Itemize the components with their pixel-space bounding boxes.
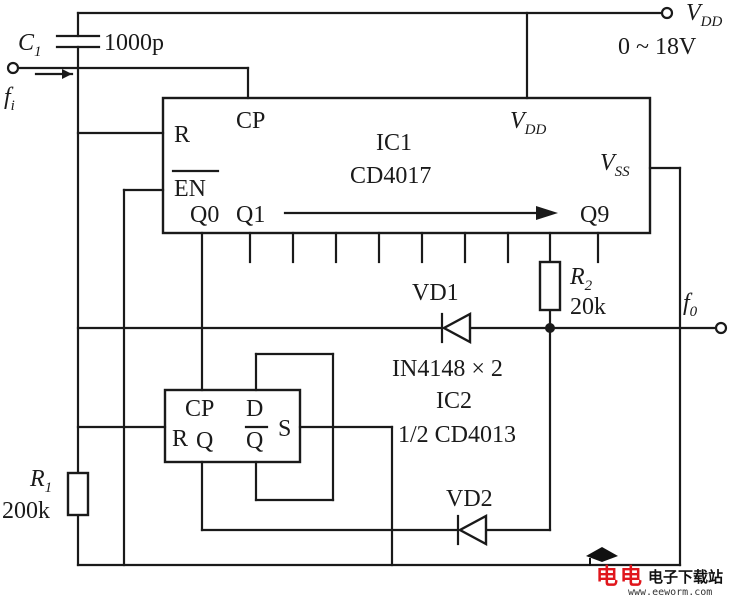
watermark: 电 电 电子下载站 www.eeworm.com: [586, 547, 723, 597]
watermark-logo: 电: [596, 565, 618, 590]
input-label: fi: [4, 84, 15, 114]
diode-vd1: [440, 311, 472, 345]
vd1-label: VD1: [412, 280, 459, 306]
r1-value: 200k: [2, 498, 50, 524]
output-terminal: [714, 321, 728, 335]
ic2-pin-d: D: [246, 396, 263, 422]
c1-label: C1: [18, 30, 42, 60]
r2-value: 20k: [570, 294, 606, 320]
ic1-output-pins: [248, 231, 600, 264]
junction-dot: [545, 323, 555, 333]
resistor-r1: [66, 471, 90, 517]
input-arrow-icon: [34, 69, 74, 79]
c1-value: 1000p: [104, 30, 164, 56]
watermark-url: www.eeworm.com: [628, 587, 712, 597]
output-label: f0: [683, 290, 698, 320]
vd2-label: VD2: [446, 486, 493, 512]
ic1-pin-q1: Q1: [236, 202, 265, 228]
ic2-part: 1/2 CD4013: [398, 422, 516, 448]
ic1-part: CD4017: [350, 163, 431, 189]
ic1-pin-cp: CP: [236, 108, 265, 134]
vdd-terminal: [660, 6, 674, 20]
ic1-pin-vss: VSS: [600, 150, 630, 180]
diode-part-label: IN4148 × 2: [392, 356, 503, 382]
graduation-cap-icon: [586, 547, 618, 562]
counter-direction-arrow-icon: [283, 206, 558, 220]
ic2-pin-cp: CP: [185, 396, 214, 422]
ic1-pin-en: EN: [174, 176, 206, 202]
watermark-logo-2: 电: [620, 565, 642, 590]
supply-range: 0 ~ 18V: [618, 34, 697, 60]
r2-label: R2: [569, 264, 593, 294]
ic1-pin-q0: Q0: [190, 202, 219, 228]
r1-label: R1: [29, 466, 52, 496]
ic2-pin-qbar: Q: [246, 428, 263, 454]
ic1-pin-vdd: VDD: [510, 108, 547, 138]
diode-vd2: [456, 513, 488, 547]
ic1-ref: IC1: [376, 130, 412, 156]
ic2-pin-s: S: [278, 416, 291, 442]
ic1-body: [161, 96, 652, 235]
supply-label: VDD: [686, 0, 723, 30]
ic2-ref: IC2: [436, 388, 472, 414]
input-terminal: [6, 61, 20, 75]
watermark-text: 电子下载站: [648, 568, 723, 586]
ic2-body: [163, 388, 302, 464]
ic2-pin-q: Q: [196, 428, 213, 454]
wires: [16, 11, 718, 567]
ic2-pin-r: R: [172, 426, 188, 452]
resistor-r2: [538, 260, 562, 312]
ic1-pin-r: R: [174, 122, 190, 148]
capacitor-c1: [55, 34, 101, 49]
ic1-pin-q9: Q9: [580, 202, 609, 228]
